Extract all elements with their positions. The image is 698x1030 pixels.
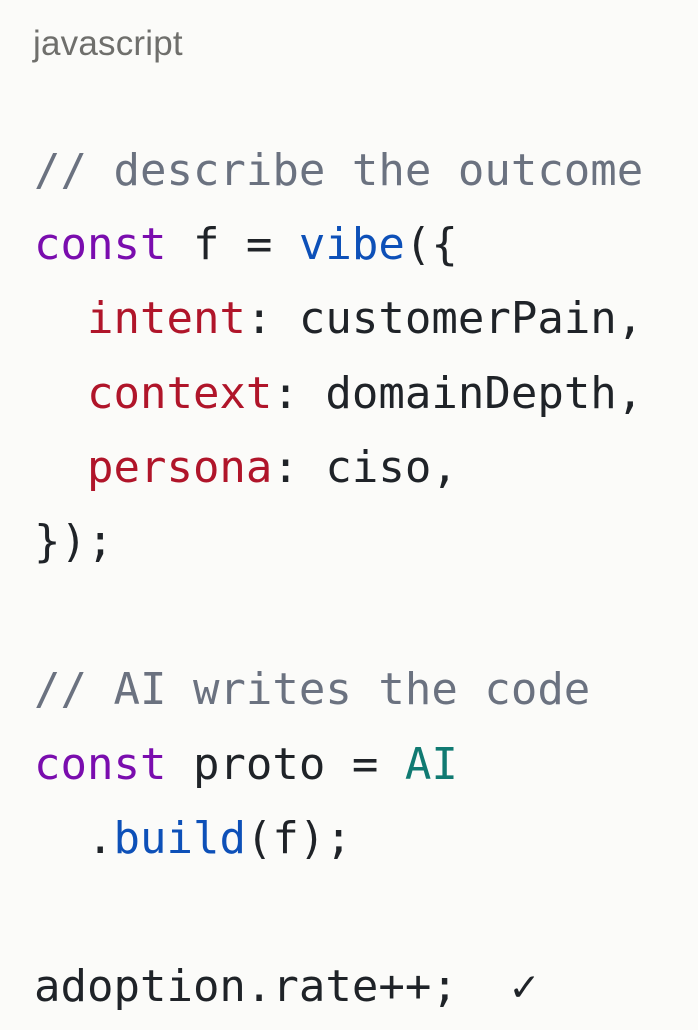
plain-token: f = [166, 219, 299, 271]
code-line-10: .build(f); [34, 802, 643, 876]
code-line-4: context: domainDepth, [34, 357, 643, 431]
plain-token: adoption.rate++; [34, 961, 511, 1013]
code-line-6: }); [34, 505, 643, 579]
code-line-7-blank [34, 579, 643, 653]
indent-token [34, 442, 87, 493]
plain-token: }); [34, 515, 114, 567]
code-line-9: const proto = AI [34, 728, 643, 802]
function-token: build [113, 812, 246, 864]
plain-token: : ciso, [272, 441, 458, 493]
language-label: javascript [33, 24, 183, 63]
property-token: intent [86, 293, 246, 345]
code-line-5: persona: ciso, [34, 431, 643, 505]
keyword-token: const [34, 738, 167, 790]
plain-token: proto = [166, 738, 405, 790]
comment-token: // describe the outcome [34, 145, 644, 196]
function-token: vibe [298, 219, 405, 271]
code-line-11-blank [34, 876, 643, 950]
code-line-8: // AI writes the code [34, 653, 643, 727]
indent-token [34, 293, 87, 344]
indent-token [34, 368, 87, 419]
code-line-12: adoption.rate++; ✓ [34, 950, 643, 1024]
code-line-3: intent: customerPain, [34, 282, 643, 356]
comment-token: // AI writes the code [34, 664, 591, 716]
property-token: persona [86, 441, 273, 493]
property-token: context [86, 367, 273, 419]
plain-token: . [34, 812, 114, 864]
plain-token: (f); [245, 812, 352, 864]
keyword-token: const [34, 219, 167, 271]
code-line-2: const f = vibe({ [34, 208, 643, 282]
class-token: AI [404, 738, 458, 790]
plain-token: ({ [404, 219, 458, 271]
plain-token: : domainDepth, [272, 367, 644, 419]
code-line-1: // describe the outcome [34, 134, 643, 208]
checkmark-icon: ✓ [510, 961, 538, 1013]
plain-token: : customerPain, [245, 293, 644, 345]
